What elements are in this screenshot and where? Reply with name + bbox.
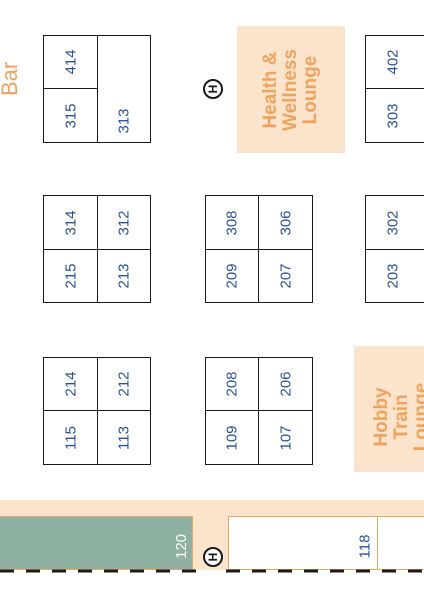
booth-203[interactable]: 203 <box>365 249 424 303</box>
booth-306[interactable]: 306 <box>258 195 313 250</box>
booth-adjacent[interactable] <box>377 516 424 570</box>
booth-313[interactable]: 313 <box>97 35 151 143</box>
booth-107[interactable]: 107 <box>258 410 313 465</box>
booth-314[interactable]: 314 <box>43 195 98 250</box>
booth-414[interactable]: 414 <box>43 35 98 89</box>
booth-109[interactable]: 109 <box>205 410 259 465</box>
booth-214[interactable]: 214 <box>43 357 98 411</box>
booth-215[interactable]: 215 <box>43 249 98 303</box>
booth-115[interactable]: 115 <box>43 410 98 465</box>
booth-113[interactable]: 113 <box>97 410 151 465</box>
booth-312[interactable]: 312 <box>97 195 151 250</box>
help-station-icon-bottom[interactable]: H <box>203 547 223 567</box>
booth-206[interactable]: 206 <box>258 357 313 411</box>
booth-303[interactable]: 303 <box>365 88 424 143</box>
booth-213[interactable]: 213 <box>97 249 151 303</box>
booth-209[interactable]: 209 <box>205 249 259 303</box>
hobby-train-lounge[interactable]: Hobby Train Lounge <box>354 346 424 472</box>
booth-207[interactable]: 207 <box>258 249 313 303</box>
booth-120[interactable]: 120 <box>0 516 193 570</box>
booth-308[interactable]: 308 <box>205 195 259 250</box>
booth-208[interactable]: 208 <box>205 357 259 411</box>
booth-118[interactable]: 118 <box>228 516 378 570</box>
booth-402[interactable]: 402 <box>365 35 424 89</box>
booth-302[interactable]: 302 <box>365 195 424 250</box>
booth-212[interactable]: 212 <box>97 357 151 411</box>
health-wellness-lounge[interactable]: Health & Wellness Lounge <box>237 26 345 153</box>
booth-315[interactable]: 315 <box>43 88 98 143</box>
help-station-icon[interactable]: H <box>203 79 223 99</box>
bar-label: Bar <box>0 61 22 96</box>
